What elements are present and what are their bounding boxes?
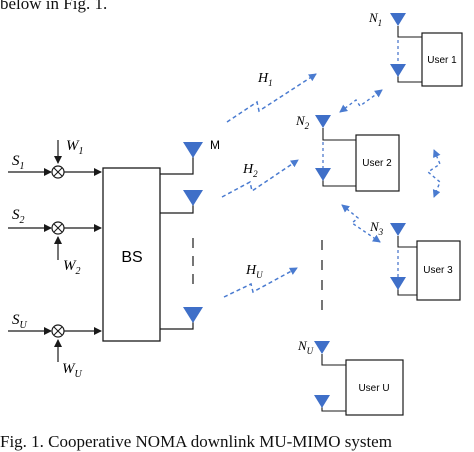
intro-text: below in Fig. 1. bbox=[0, 0, 108, 13]
user-1-antenna-label: N1 bbox=[368, 10, 382, 28]
user-3-antenna-label: N3 bbox=[369, 219, 384, 237]
bs-antenna-feeds bbox=[160, 153, 194, 330]
user-1: User 1 N1 bbox=[368, 10, 463, 87]
figure-caption: Fig. 1. Cooperative NOMA downlink MU-MIM… bbox=[0, 432, 392, 451]
cooperative-link-u1-u3 bbox=[426, 149, 441, 198]
channel-label-hu: HU bbox=[245, 263, 263, 280]
cooperative-link-u2-u3 bbox=[341, 204, 381, 243]
channel-hu: HU bbox=[223, 263, 298, 298]
user-u-antenna-label: NU bbox=[297, 338, 314, 356]
bs-antenna-count-label: M bbox=[210, 138, 220, 152]
user-2-antenna-bottom-icon bbox=[315, 168, 331, 181]
user-3-antenna-top-icon bbox=[390, 223, 406, 236]
signal-label-u: SU bbox=[12, 312, 28, 331]
user-3-antenna-bottom-icon bbox=[390, 277, 406, 290]
user-1-label: User 1 bbox=[427, 55, 457, 66]
bs-antenna-2-icon bbox=[183, 190, 203, 206]
channel-h1: H1 bbox=[226, 71, 317, 123]
bs-antenna-u-icon bbox=[183, 307, 203, 323]
user-u: User U NU bbox=[297, 338, 404, 416]
user-u-antenna-top-icon bbox=[314, 341, 330, 354]
user-2-antenna-top-icon bbox=[315, 115, 331, 128]
bs-antenna-1-icon bbox=[183, 142, 203, 158]
multiplier-node-2 bbox=[51, 221, 65, 235]
cooperative-link-u1-u2 bbox=[339, 89, 383, 113]
base-station: BS bbox=[102, 167, 161, 342]
user-3-label: User 3 bbox=[423, 265, 453, 276]
weight-label-u: WU bbox=[62, 361, 83, 380]
base-station-label: BS bbox=[121, 249, 142, 266]
input-branch-2: S2 W2 bbox=[8, 207, 102, 277]
user-1-antenna-bottom-icon bbox=[390, 64, 406, 77]
input-branch-u: SU WU bbox=[8, 312, 102, 380]
input-branch-1: S1 W1 bbox=[8, 138, 102, 179]
user-u-antenna-bottom-icon bbox=[314, 395, 330, 408]
weight-label-1: W1 bbox=[66, 138, 84, 157]
user-2: User 2 N2 bbox=[295, 113, 400, 192]
channel-label-h1: H1 bbox=[257, 71, 273, 88]
user-u-label: User U bbox=[358, 383, 389, 394]
multiplier-node-1 bbox=[51, 165, 65, 179]
signal-label-1: S1 bbox=[12, 153, 25, 172]
channel-label-h2: H2 bbox=[242, 162, 258, 179]
signal-label-2: S2 bbox=[12, 207, 25, 226]
multiplier-node-u bbox=[51, 324, 65, 338]
weight-label-2: W2 bbox=[63, 258, 81, 277]
channel-h2: H2 bbox=[221, 159, 299, 198]
user-3: User 3 N3 bbox=[369, 219, 461, 301]
user-2-label: User 2 bbox=[362, 158, 392, 169]
user-2-antenna-label: N2 bbox=[295, 113, 310, 131]
user-1-antenna-top-icon bbox=[390, 13, 406, 26]
